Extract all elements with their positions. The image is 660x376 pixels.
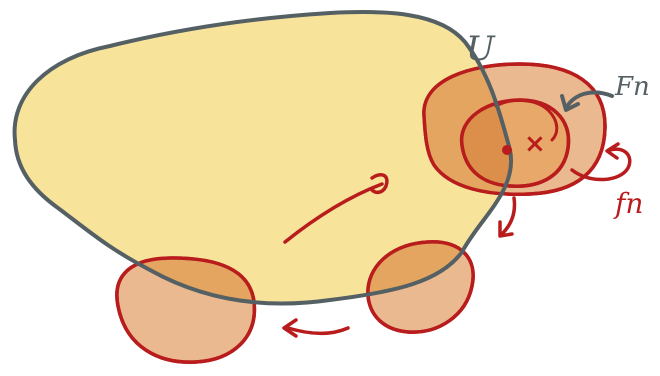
domain-label: U: [466, 29, 496, 69]
chart-label: Fn: [614, 72, 650, 102]
motion-arrow-bottom: [288, 328, 348, 333]
map-label: fn: [613, 187, 643, 220]
motion-arrow-right-down: [502, 198, 515, 234]
point-marker-cross: ×: [524, 129, 546, 159]
boundary-point: [502, 145, 512, 155]
